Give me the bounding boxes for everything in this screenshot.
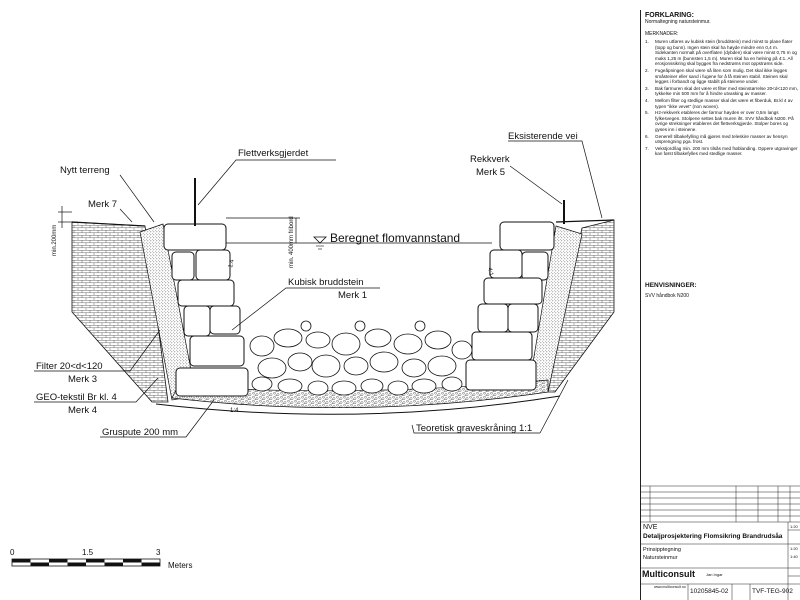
tb-client: NVE [643,524,658,531]
topsoil-dimension-label: min.200mm [52,225,58,256]
henvisninger-heading: HENVISNINGER: [645,282,697,289]
label-kubisk-bruddstein: Kubisk bruddstein [288,277,364,288]
panel-heading: FORKLARING: [645,12,694,19]
slope-label-right: 4:1 [486,267,494,277]
flood-level-label: Beregnet flomvannstand [330,231,460,245]
label-eksisterende-vei: Eksisterende vei [508,131,578,142]
excavation-line [155,395,561,415]
scale-bar: 0 1.5 3 Meters [10,548,192,570]
tb-desc1: Prinsipptegning [643,547,681,553]
slope-label-left: 1:4 [228,258,236,268]
note-item: 4.Mellom filter og stedlige masser skal … [645,97,793,109]
tb-site: www.multiconsult.no [654,585,686,589]
note-item: 6.Generell tilbakefylling må gjøres med … [645,133,788,145]
merknader-heading: MERKNADER: [645,31,679,37]
water-level-symbol [313,236,327,244]
note-item: 1.Muren utføres av kubisk stein (bruddst… [645,39,797,67]
freeboard-label: min. 400mm fribord [289,216,295,268]
scale-unit: Meters [168,561,192,570]
scale-tick-0: 0 [10,548,15,557]
label-nytt-terreng: Nytt terreng [60,165,110,176]
notes-list: 1.Muren utføres av kubisk stein (bruddst… [641,39,800,157]
tb-scale3: 1:20 [790,524,798,529]
label-merk1: Merk 1 [338,290,367,301]
riverbed-cobbles [249,320,473,396]
tb-scale1: 1:20 [790,546,798,551]
tb-oppdrag: 10205845-02 [690,588,729,595]
note-item: 7.Vekstjord/lag min. 200 mm tilsås med f… [645,145,798,157]
terrain-right [555,219,615,223]
slope-label-bottom: 1:4 [230,408,239,414]
reference-item: SVV håndbok N200 [645,293,689,299]
tb-project: Detaljprosjektering Flomsikring Brandrud… [643,533,783,540]
note-item: 3.Bak førmuren skal det være et filter m… [645,85,798,97]
note-item: 5.H2-rekkverk etableres der førmur høyde… [645,110,794,132]
label-merk4: Merk 4 [68,405,97,416]
tb-desc2: Natursteinmur [643,555,678,561]
legend-panel: FORKLARING: Normaltegning natursteinmur.… [640,10,800,600]
label-merk5: Merk 5 [476,167,505,178]
label-rekkverk: Rekkverk [470,154,510,165]
title-block: NVE Detaljprosjektering Flomsikring Bran… [640,484,800,600]
label-merk7: Merk 7 [88,199,117,210]
tb-scale2: 1:40 [790,554,798,559]
label-teoretisk-graveskraning: Teoretisk graveskråning 1:1 [416,423,532,434]
terrain-left [71,221,146,227]
left-wall-stones [163,223,249,397]
title-block-grid [640,485,800,600]
label-merk3: Merk 3 [68,374,97,385]
tb-tegning: TVF-TEG-902 [752,588,793,595]
label-gruspute: Gruspute 200 mm [102,427,178,438]
tb-company-logo: Multiconsult [642,569,695,579]
right-wall-stones [465,221,555,391]
label-flettverksgjerdet: Flettverksgjerdet [238,148,309,159]
label-filter: Filter 20<d<120 [36,361,103,372]
scale-tick-1: 1.5 [82,548,94,557]
panel-subheading: Normaltegning natursteinmur. [645,19,711,25]
tb-sign: Jan Ingar [706,572,723,577]
label-geotekstil: GEO-tekstil Br kl. 4 [36,392,117,403]
references: HENVISNINGER: SVV håndbok N200 [645,282,697,299]
scale-tick-2: 3 [156,548,161,557]
note-item: 2.Fugeåpningen skal være så liten som mu… [645,67,788,85]
